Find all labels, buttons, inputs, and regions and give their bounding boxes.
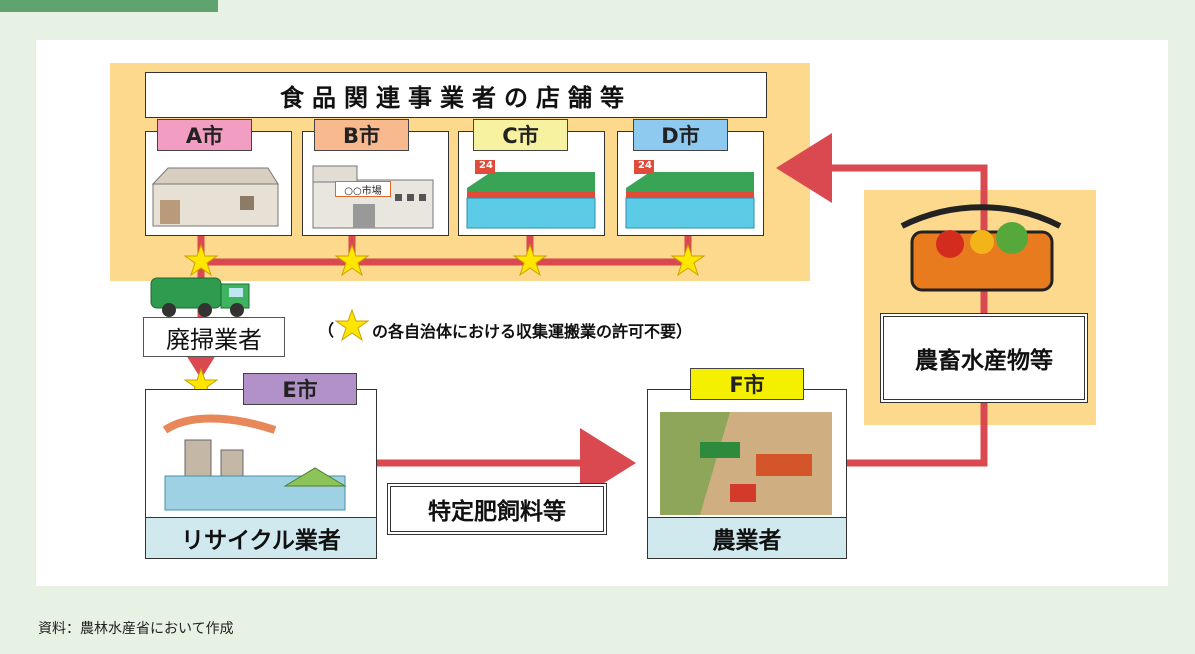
- star-icon: [183, 243, 219, 277]
- city-tag-d: D市: [633, 119, 728, 151]
- produce-basket-image: [900, 204, 1062, 292]
- city-tag-f: F市: [690, 368, 804, 400]
- store-title: 食品関連事業者の店舗等: [145, 72, 767, 118]
- star-icon: [334, 308, 370, 342]
- city-tag-e: E市: [243, 373, 357, 405]
- recycling-plant-image: [162, 414, 347, 511]
- header-accent-bar: [0, 0, 218, 12]
- convenience-store-image-d: [625, 160, 755, 229]
- permit-note: の各自治体における収集運搬業の許可不要）: [372, 322, 693, 341]
- city-tag-c: C市: [473, 119, 568, 151]
- city-tag-b: B市: [314, 119, 409, 151]
- farm-field-image: [660, 412, 832, 515]
- star-icon: [334, 243, 370, 277]
- recycler-label: リサイクル業者: [145, 517, 377, 559]
- market-sign: ○○市場: [335, 181, 391, 197]
- permit-open-paren: （: [318, 321, 335, 340]
- fertilizer-label: 特定肥飼料等: [387, 483, 607, 535]
- store-number-c: 24: [479, 160, 493, 171]
- star-icon: [512, 243, 548, 277]
- market-store-image: [312, 165, 434, 229]
- garbage-truck-image: [150, 277, 250, 317]
- store-number-d: 24: [638, 160, 652, 171]
- source-caption: 資料：農林水産省において作成: [38, 621, 234, 637]
- produce-label: 農畜水産物等: [880, 313, 1088, 403]
- waste-hauler-label: 廃掃業者: [143, 317, 285, 357]
- star-icon: [670, 243, 706, 277]
- factory-store-image: [151, 167, 279, 227]
- farmer-label: 農業者: [647, 517, 847, 559]
- convenience-store-image-c: [466, 160, 596, 229]
- city-tag-a: A市: [157, 119, 252, 151]
